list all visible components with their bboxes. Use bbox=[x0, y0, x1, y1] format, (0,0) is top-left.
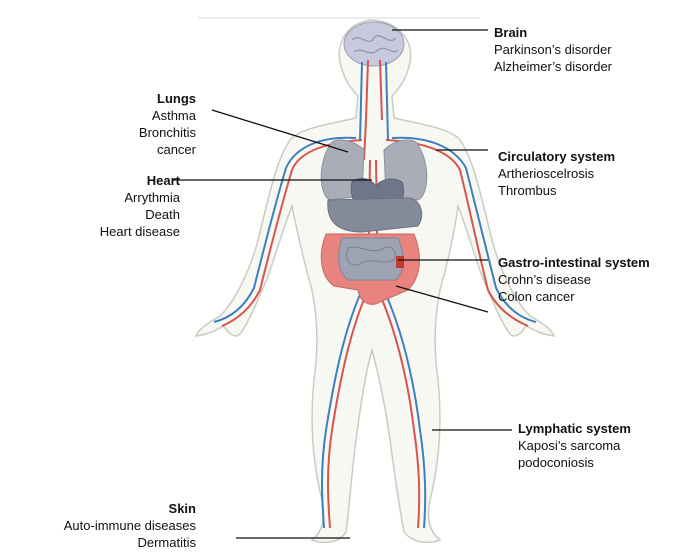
liver-organ bbox=[328, 198, 422, 232]
heart-title: Heart bbox=[40, 172, 180, 189]
lungs-title: Lungs bbox=[80, 90, 196, 107]
brain-item: Alzheimer’s disorder bbox=[494, 58, 612, 75]
brain-organ bbox=[344, 22, 404, 66]
lungs-item: cancer bbox=[80, 141, 196, 158]
lymphatic-item: Kaposi’s sarcoma bbox=[518, 437, 631, 454]
lymphatic-title: Lymphatic system bbox=[518, 420, 631, 437]
heart-item: Arrythmia bbox=[40, 189, 180, 206]
circulatory-label: Circulatory system Artherioscelrosis Thr… bbox=[498, 148, 615, 199]
small-intestine bbox=[339, 238, 403, 280]
lungs-item: Bronchitis bbox=[80, 124, 196, 141]
circulatory-item: Artherioscelrosis bbox=[498, 165, 615, 182]
heart-item: Heart disease bbox=[40, 223, 180, 240]
brain-label: Brain Parkinson’s disorder Alzheimer’s d… bbox=[494, 24, 612, 75]
skin-item: Auto-immune diseases bbox=[2, 517, 196, 534]
lungs-label: Lungs Asthma Bronchitis cancer bbox=[80, 90, 196, 158]
gi-highlight bbox=[396, 256, 404, 268]
circulatory-item: Thrombus bbox=[498, 182, 615, 199]
gastro-title: Gastro-intestinal system bbox=[498, 254, 650, 271]
gastro-item: Colon cancer bbox=[498, 288, 650, 305]
lungs-item: Asthma bbox=[80, 107, 196, 124]
gastro-label: Gastro-intestinal system Crohn’s disease… bbox=[498, 254, 650, 305]
brain-title: Brain bbox=[494, 24, 612, 41]
skin-label: Skin Auto-immune diseases Dermatitis bbox=[2, 500, 196, 551]
brain-item: Parkinson’s disorder bbox=[494, 41, 612, 58]
skin-item: Dermatitis bbox=[2, 534, 196, 551]
skin-title: Skin bbox=[2, 500, 196, 517]
circulatory-title: Circulatory system bbox=[498, 148, 615, 165]
gastro-item: Crohn’s disease bbox=[498, 271, 650, 288]
lymphatic-label: Lymphatic system Kaposi’s sarcoma podoco… bbox=[518, 420, 631, 471]
heart-item: Death bbox=[40, 206, 180, 223]
lymphatic-item: podoconiosis bbox=[518, 454, 631, 471]
heart-label: Heart Arrythmia Death Heart disease bbox=[40, 172, 180, 240]
